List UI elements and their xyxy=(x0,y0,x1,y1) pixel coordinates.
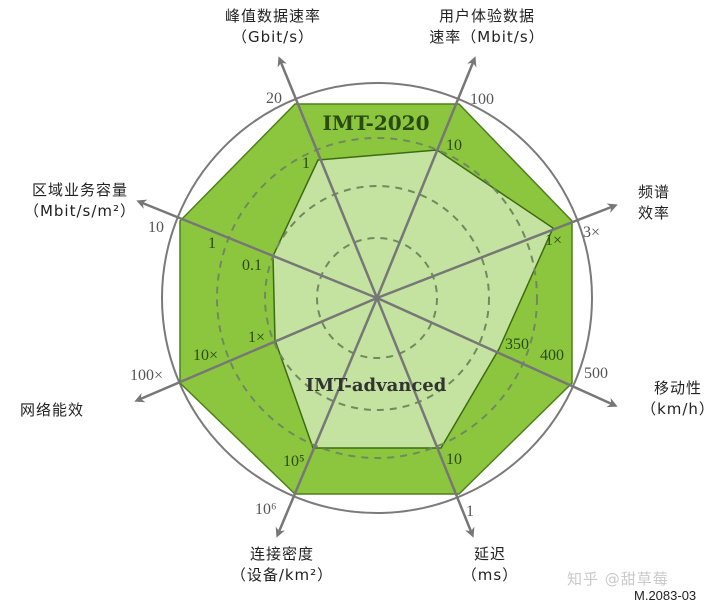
figure-id: M.2083-03 xyxy=(634,588,697,603)
axis-title-user-line1: 用户体验数据 xyxy=(438,7,535,25)
spectral-imt2020-value: 3× xyxy=(583,224,600,241)
imt-advanced-polygon xyxy=(272,149,554,449)
axis-title-peak-line1: 峰值数据速率 xyxy=(224,7,321,25)
area-imt-advanced-value: 0.1 xyxy=(242,257,262,274)
watermark: 知乎 @甜草莓 xyxy=(567,570,669,588)
peak-imt-advanced-value: 1 xyxy=(302,155,310,172)
axis-title-user: 用户体验数据 速率（Mbit/s） xyxy=(412,6,562,48)
axis-title-energy-line1: 网络能效 xyxy=(20,401,85,419)
axis-title-connection-line1: 连接密度 xyxy=(249,545,314,563)
peak-imt2020-value: 20 xyxy=(266,90,282,107)
energy-mid-value: 10× xyxy=(193,347,218,364)
axis-title-spectral-line2: 效率 xyxy=(638,204,671,222)
axis-title-peak: 峰值数据速率 （Gbit/s） xyxy=(208,6,338,48)
area-mid-value: 1 xyxy=(208,235,216,252)
user-imt-advanced-value: 10 xyxy=(446,137,462,154)
axes xyxy=(134,56,618,538)
latency-imt2020-value: 1 xyxy=(466,503,474,520)
axis-title-spectral-line1: 频谱 xyxy=(638,183,671,201)
axis-title-peak-line2: （Gbit/s） xyxy=(231,28,315,46)
energy-imt-advanced-value: 1× xyxy=(248,329,265,346)
mobility-mid-value: 400 xyxy=(540,347,564,364)
axis-title-energy: 网络能效 xyxy=(20,400,84,421)
axis-title-area: 区域业务容量 （Mbit/s/m²） xyxy=(14,180,146,222)
mobility-imt-advanced-value: 350 xyxy=(505,336,529,353)
area-imt2020-value: 10 xyxy=(148,219,164,236)
axis-title-mobility-line2: （km/h） xyxy=(641,400,715,418)
axis-title-connection-line2: （设备/km²） xyxy=(230,566,334,584)
axis-title-latency: 延迟 （ms） xyxy=(450,544,530,586)
axis-title-latency-line1: 延迟 xyxy=(473,545,506,563)
energy-imt2020-value: 100× xyxy=(130,367,163,384)
axis-title-area-line2: （Mbit/s/m²） xyxy=(23,202,137,220)
axis-title-mobility-line1: 移动性 xyxy=(653,379,702,397)
axis-title-spectral: 频谱 效率 xyxy=(638,182,670,224)
connection-imt2020-value: 10⁶ xyxy=(255,501,277,518)
spectral-imt-advanced-value: 1× xyxy=(545,232,562,249)
axis-title-area-line1: 区域业务容量 xyxy=(31,181,128,199)
axis-title-connection: 连接密度 （设备/km²） xyxy=(222,544,342,586)
axis-title-latency-line2: （ms） xyxy=(461,566,519,584)
axis-title-user-line2: 速率（Mbit/s） xyxy=(429,28,545,46)
outer-circle xyxy=(161,82,593,514)
imt-advanced-label: IMT-advanced xyxy=(306,375,447,396)
mobility-imt2020-value: 500 xyxy=(584,365,608,382)
axis-title-mobility: 移动性 （km/h） xyxy=(638,378,718,420)
connection-imt-advanced-value: 10⁵ xyxy=(283,453,305,470)
latency-imt-advanced-value: 10 xyxy=(446,451,462,468)
center-point xyxy=(374,295,380,301)
imt-2020-label: IMT-2020 xyxy=(322,111,429,135)
user-imt2020-value: 100 xyxy=(470,91,494,108)
dashed-rings xyxy=(216,137,538,459)
